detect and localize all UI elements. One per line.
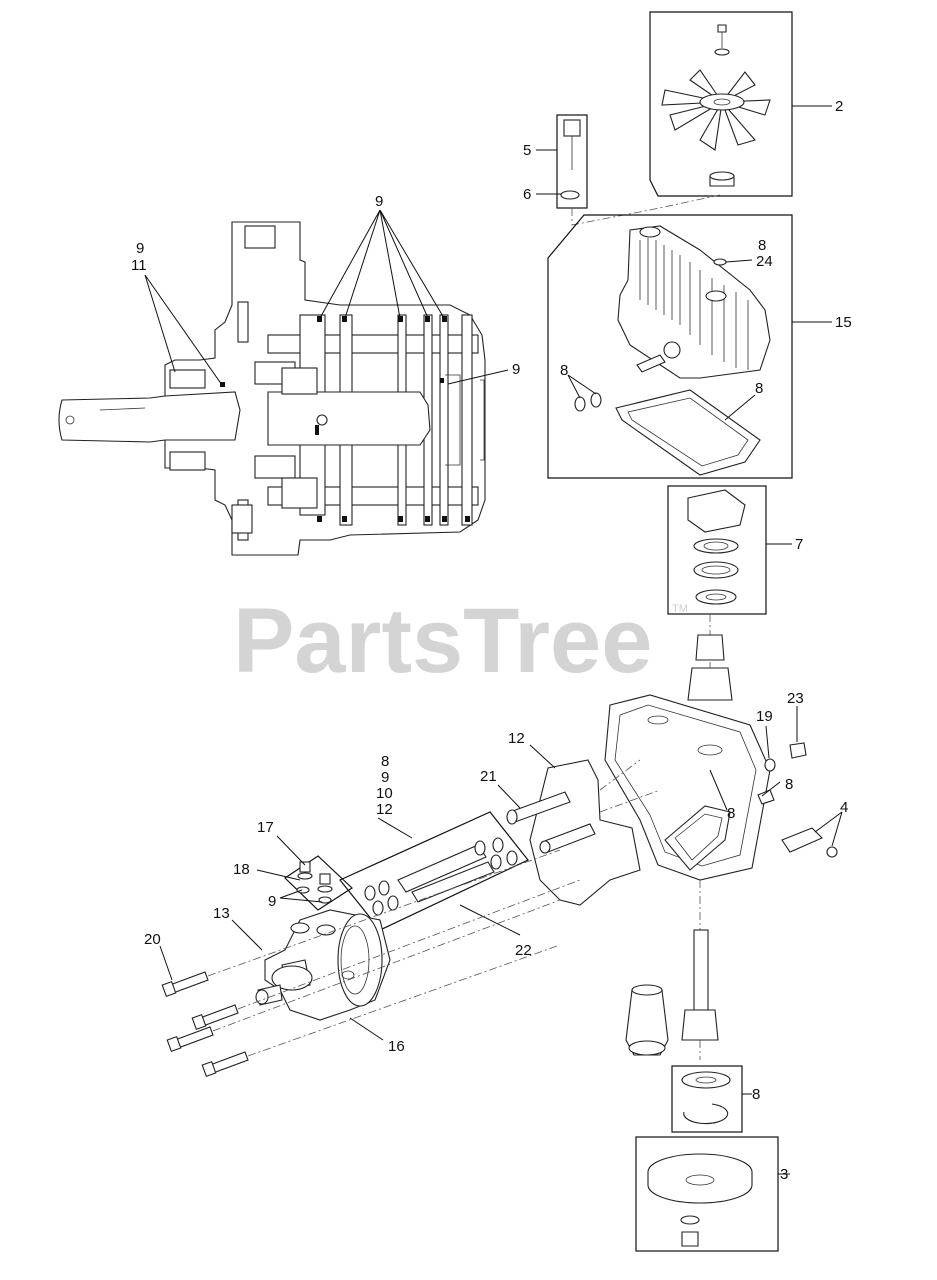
box-pistons (339, 811, 529, 931)
pulley (647, 1153, 753, 1247)
callout-24: 24 (756, 253, 773, 270)
callout-9-f: 9 (381, 769, 389, 786)
leader-16 (349, 1017, 384, 1041)
callout-5: 5 (523, 142, 531, 159)
callout-19: 19 (756, 708, 773, 725)
callout-3: 3 (780, 1166, 788, 1183)
leader-18 (256, 869, 301, 881)
leader-9-top (319, 209, 445, 319)
pistons (364, 837, 518, 916)
callout-18: 18 (233, 861, 250, 878)
callout-8-a: 8 (758, 237, 766, 254)
leader-8-gasket (724, 394, 756, 421)
leader-8-24 (725, 259, 753, 263)
housing-cover (574, 225, 771, 476)
callout-13: 13 (213, 905, 230, 922)
leader-13 (231, 919, 263, 951)
leader-21 (497, 784, 521, 809)
leader-4 (814, 811, 843, 847)
callout-11: 11 (131, 257, 147, 274)
leader-pistons (377, 817, 413, 839)
leader-8-seals (567, 374, 597, 399)
callout-10: 10 (376, 785, 393, 802)
callout-7: 7 (795, 536, 803, 553)
watermark-text: PartsTree (233, 590, 652, 692)
leader-9-g (279, 889, 323, 903)
leader-8-e (709, 769, 728, 811)
callout-8-d: 8 (785, 776, 793, 793)
leader-12-a (529, 744, 556, 769)
leader-9-right (447, 369, 509, 385)
watermark-tm: TM (672, 603, 688, 615)
callout-16: 16 (388, 1038, 405, 1055)
box-7 (667, 485, 767, 615)
bolts (161, 971, 249, 1078)
box-15 (547, 214, 793, 479)
box-8 (671, 1065, 743, 1133)
callout-4: 4 (840, 799, 848, 816)
callout-8-g: 8 (752, 1086, 760, 1103)
check-valves (296, 861, 333, 904)
leader-8-d (761, 781, 781, 797)
callout-9-top: 9 (375, 193, 383, 210)
callout-15: 15 (835, 314, 852, 331)
drive-shaft (625, 880, 719, 1060)
transaxle-section-view (58, 221, 486, 556)
callout-2: 2 (835, 98, 843, 115)
bearing-clip (681, 1071, 731, 1125)
callout-21: 21 (480, 768, 497, 785)
callout-8-b: 8 (560, 362, 568, 379)
callout-23: 23 (787, 690, 804, 707)
callout-22: 22 (515, 942, 532, 959)
pump-block (506, 759, 641, 906)
callout-9-right: 9 (512, 361, 520, 378)
callout-17: 17 (257, 819, 274, 836)
callout-9-g: 9 (268, 893, 276, 910)
box-3 (635, 1136, 779, 1252)
motor-pump (255, 909, 391, 1021)
callout-8-e: 8 (727, 805, 735, 822)
callout-12-f: 12 (376, 801, 393, 818)
leader-22 (459, 904, 521, 936)
leader-19 (765, 725, 770, 759)
leader-17 (276, 835, 306, 866)
fan-assembly (661, 24, 771, 187)
leader-20 (159, 945, 173, 981)
leader-9-11 (144, 274, 223, 386)
callout-9-left: 9 (136, 240, 144, 257)
center-case (604, 614, 838, 881)
box-2 (649, 11, 793, 197)
callout-20: 20 (144, 931, 161, 948)
callout-6: 6 (523, 186, 531, 203)
bearing-stack (687, 489, 746, 605)
callout-8-f: 8 (381, 753, 389, 770)
callout-12-a: 12 (508, 730, 525, 747)
vent-assembly (560, 119, 581, 200)
callout-8-c: 8 (755, 380, 763, 397)
